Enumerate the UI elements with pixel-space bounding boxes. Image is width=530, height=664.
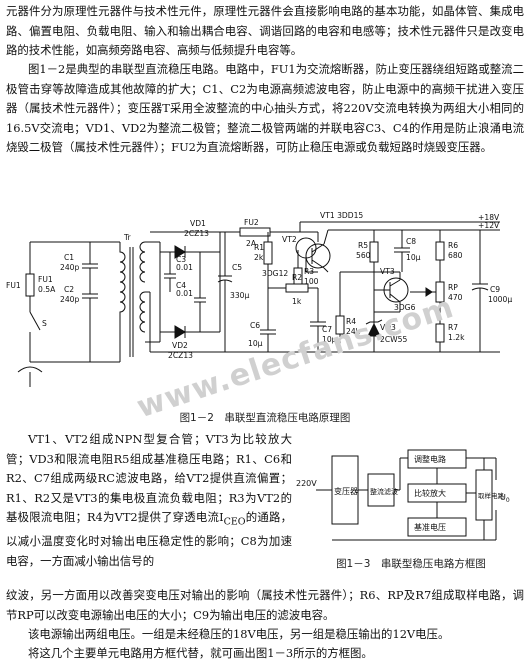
label-dg12: 3DG12 xyxy=(262,269,288,278)
label-c8: C8 xyxy=(406,237,416,246)
label-c7: C7 xyxy=(322,325,332,334)
block-u0: U0 xyxy=(500,493,510,504)
label-vt1: VT1 3DD15 xyxy=(320,212,363,220)
label-c3: C3 xyxy=(176,255,186,264)
label-r4v: 24k xyxy=(346,327,361,336)
label-r4: R4 xyxy=(346,317,356,326)
block-regulator: 调整电路 xyxy=(414,454,446,464)
label-c5v: 330μ xyxy=(230,291,249,300)
label-vd3m: 2CW55 xyxy=(380,335,407,344)
label-c4: C4 xyxy=(176,281,186,290)
label-r3: R3 xyxy=(304,267,314,276)
label-c1: C1 xyxy=(64,253,74,262)
figure-1-3-caption: 图1－3 串联型稳压电路方框图 xyxy=(336,558,486,570)
label-rp: RP xyxy=(448,283,458,292)
label-vd3: VD3 xyxy=(380,323,396,332)
label-r6: R6 xyxy=(448,241,458,250)
intro-paragraph: 元器件分为原理性元器件与技术性元件，原理性元器件会直接影响电路的基本功能，如晶体… xyxy=(6,4,524,58)
block-reference: 基准电压 xyxy=(414,522,446,532)
label-c7v: 10μ xyxy=(322,335,337,344)
label-r2: R2 xyxy=(292,273,302,282)
block-comparator: 比较放大 xyxy=(414,488,446,498)
label-r7v: 1.2k xyxy=(448,333,465,342)
label-v18: +18V xyxy=(478,213,500,222)
circuit-description-paragraph: 图1－2是典型的串联型直流稳压电路。电路中，FU1为交流熔断器，防止变压器绕组短… xyxy=(6,62,524,155)
component-roles-paragraph: VT1、VT2组成NPN型复合管；VT3为比较放大管；VD3和限流电阻R5组成基… xyxy=(6,430,292,571)
label-r1: R1 xyxy=(254,243,264,252)
block-sampling: 取样电路 xyxy=(478,491,505,500)
label-fu1v: 0.5A xyxy=(38,285,56,294)
figure-1-2-caption: 图1－2 串联型直流稳压电路原理图 xyxy=(179,412,351,424)
label-fu1: FU1 xyxy=(6,281,21,290)
label-r7: R7 xyxy=(448,323,458,332)
label-r2v: 1k xyxy=(292,297,302,306)
block-diagram: 220V 变压器 整流滤波 调整电路 比较放大 基准电压 取样电路 U0 xyxy=(296,449,510,541)
label-c3v: 0.01 xyxy=(176,263,193,272)
component-roles-tail: 的通路，以减小温度变化时对输出电压稳定性的影响；C8为加速电容，一方面减小输出信… xyxy=(6,510,292,568)
block-220v: 220V xyxy=(296,479,317,488)
label-tr: Tr xyxy=(123,233,132,242)
block-transformer: 变压器 xyxy=(334,486,358,496)
label-c6v: 10μ xyxy=(248,339,263,348)
block-rectifier: 整流滤波 xyxy=(370,487,398,496)
circuit-schematic: +18V +12V FU1 FU1 0.5A C1 240p C2 240p T… xyxy=(6,212,512,387)
label-r6v: 680 xyxy=(448,251,463,260)
label-c4v: 0.01 xyxy=(176,289,193,298)
block-diagram-paragraph: 将这几个主要单元电路用方框代替，就可画出图1－3所示的方框图。 xyxy=(28,646,373,660)
label-c9: C9 xyxy=(490,285,500,294)
label-c8v: 10μ xyxy=(406,253,421,262)
label-vt2: VT2 xyxy=(282,235,297,244)
label-vd1m: 2CZ13 xyxy=(184,229,209,238)
label-c2: C2 xyxy=(64,285,74,294)
label-fu1b: FU1 xyxy=(38,275,53,284)
label-s: S xyxy=(42,319,47,328)
component-roles-continued: 纹波，另一方面用以改善突变电压对输出的影响（属技术性元器件）；R6、RP及R7组… xyxy=(6,588,524,622)
label-r3v: 100 xyxy=(304,277,319,286)
output-voltage-paragraph: 该电源输出两组电压。一组是未经稳压的18V电压，另一组是稳压输出的12V电压。 xyxy=(28,627,450,641)
label-c6: C6 xyxy=(250,321,260,330)
label-fu2v: 2A xyxy=(246,239,257,248)
label-c2v: 240p xyxy=(60,295,79,304)
label-r5: R5 xyxy=(358,241,368,250)
iceo-subscript: CEO xyxy=(223,516,246,528)
label-c9v: 1000μ xyxy=(488,295,512,304)
label-vd2: VD2 xyxy=(172,341,188,350)
label-r1v: 2k xyxy=(254,253,264,262)
component-roles-text: VT1、VT2组成NPN型复合管；VT3为比较放大管；VD3和限流电阻R5组成基… xyxy=(6,432,292,525)
label-c1v: 240p xyxy=(60,263,79,272)
label-c5: C5 xyxy=(232,263,242,272)
label-dg6: 3DG6 xyxy=(394,303,416,312)
label-v12: +12V xyxy=(478,221,500,230)
label-vt3: VT3 xyxy=(380,267,395,276)
label-vd1: VD1 xyxy=(190,219,206,228)
label-fu2: FU2 xyxy=(244,218,259,227)
label-vd2m: 2CZ13 xyxy=(168,351,193,360)
label-r5v: 560 xyxy=(356,251,371,260)
label-rpv: 470 xyxy=(448,293,463,302)
